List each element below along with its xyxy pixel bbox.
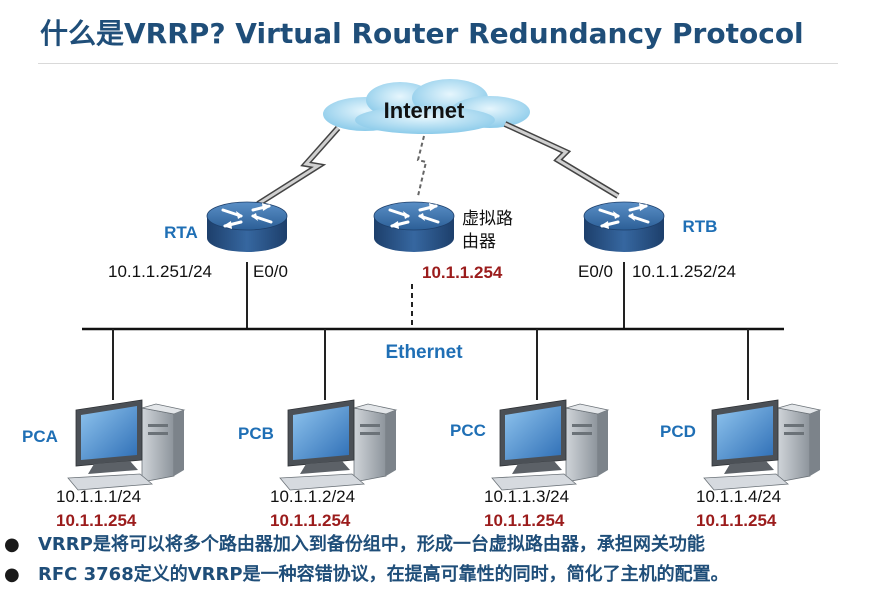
router-rtb xyxy=(582,200,666,254)
pc-name: PCD xyxy=(660,422,696,441)
router-icon xyxy=(582,200,666,254)
page-title: 什么是VRRP? Virtual Router Redundancy Proto… xyxy=(40,17,804,50)
pc-gateway: 10.1.1.254 xyxy=(270,511,351,530)
computer-icon xyxy=(491,399,609,491)
router-links xyxy=(246,262,625,328)
computer-icon xyxy=(703,399,821,491)
pc-links xyxy=(112,329,749,400)
pc-name: PCA xyxy=(22,427,58,446)
bullet-dot-icon: ● xyxy=(4,564,20,585)
pc-gateway: 10.1.1.254 xyxy=(696,511,777,530)
pc-c: PCC 10.1.1.3/24 10.1.1.254 xyxy=(450,399,609,530)
rtb-interface: E0/0 xyxy=(578,262,613,281)
pc-b: PCB 10.1.1.2/24 10.1.1.254 xyxy=(238,399,397,530)
router-icon xyxy=(205,200,289,254)
bullet-list: ● VRRP是将可以将多个路由器加入到备份组中，形成一台虚拟路由器，承担网关功能… xyxy=(4,530,729,590)
computer-icon xyxy=(279,399,397,491)
virtual-router-name-line1: 虚拟路 xyxy=(462,209,513,228)
internet-label: Internet xyxy=(384,98,465,123)
bullet-text: VRRP是将可以将多个路由器加入到备份组中，形成一台虚拟路由器，承担网关功能 xyxy=(38,534,705,555)
pc-name: PCB xyxy=(238,424,274,443)
bullet-item: ● VRRP是将可以将多个路由器加入到备份组中，形成一台虚拟路由器，承担网关功能 xyxy=(4,530,729,560)
router-rta xyxy=(205,200,289,254)
bullet-text: RFC 3768定义的VRRP是一种容错协议，在提高可靠性的同时，简化了主机的配… xyxy=(38,564,729,585)
internet-cloud: Internet xyxy=(323,79,530,134)
computer-icon xyxy=(67,399,185,491)
title-divider xyxy=(38,63,838,64)
pc-ip: 10.1.1.4/24 xyxy=(696,487,781,506)
pc-ip: 10.1.1.2/24 xyxy=(270,487,355,506)
virtual-router-ip: 10.1.1.254 xyxy=(422,263,503,282)
pc-ip: 10.1.1.1/24 xyxy=(56,487,141,506)
wan-links xyxy=(256,121,620,207)
rta-interface: E0/0 xyxy=(253,262,288,281)
rta-name: RTA xyxy=(164,223,198,242)
rta-ip: 10.1.1.251/24 xyxy=(108,262,212,281)
pc-a: PCA 10.1.1.1/24 10.1.1.254 xyxy=(22,399,185,530)
bullet-dot-icon: ● xyxy=(4,534,20,555)
router-virtual xyxy=(372,200,456,254)
bullet-item: ● RFC 3768定义的VRRP是一种容错协议，在提高可靠性的同时，简化了主机… xyxy=(4,560,729,590)
rtb-name: RTB xyxy=(683,217,718,236)
pc-d: PCD 10.1.1.4/24 10.1.1.254 xyxy=(660,399,821,530)
router-icon xyxy=(372,200,456,254)
virtual-router-name-line2: 由器 xyxy=(462,232,496,251)
pc-name: PCC xyxy=(450,421,486,440)
pc-ip: 10.1.1.3/24 xyxy=(484,487,569,506)
pc-gateway: 10.1.1.254 xyxy=(56,511,137,530)
pc-gateway: 10.1.1.254 xyxy=(484,511,565,530)
rtb-ip: 10.1.1.252/24 xyxy=(632,262,736,281)
ethernet-label: Ethernet xyxy=(385,342,463,363)
